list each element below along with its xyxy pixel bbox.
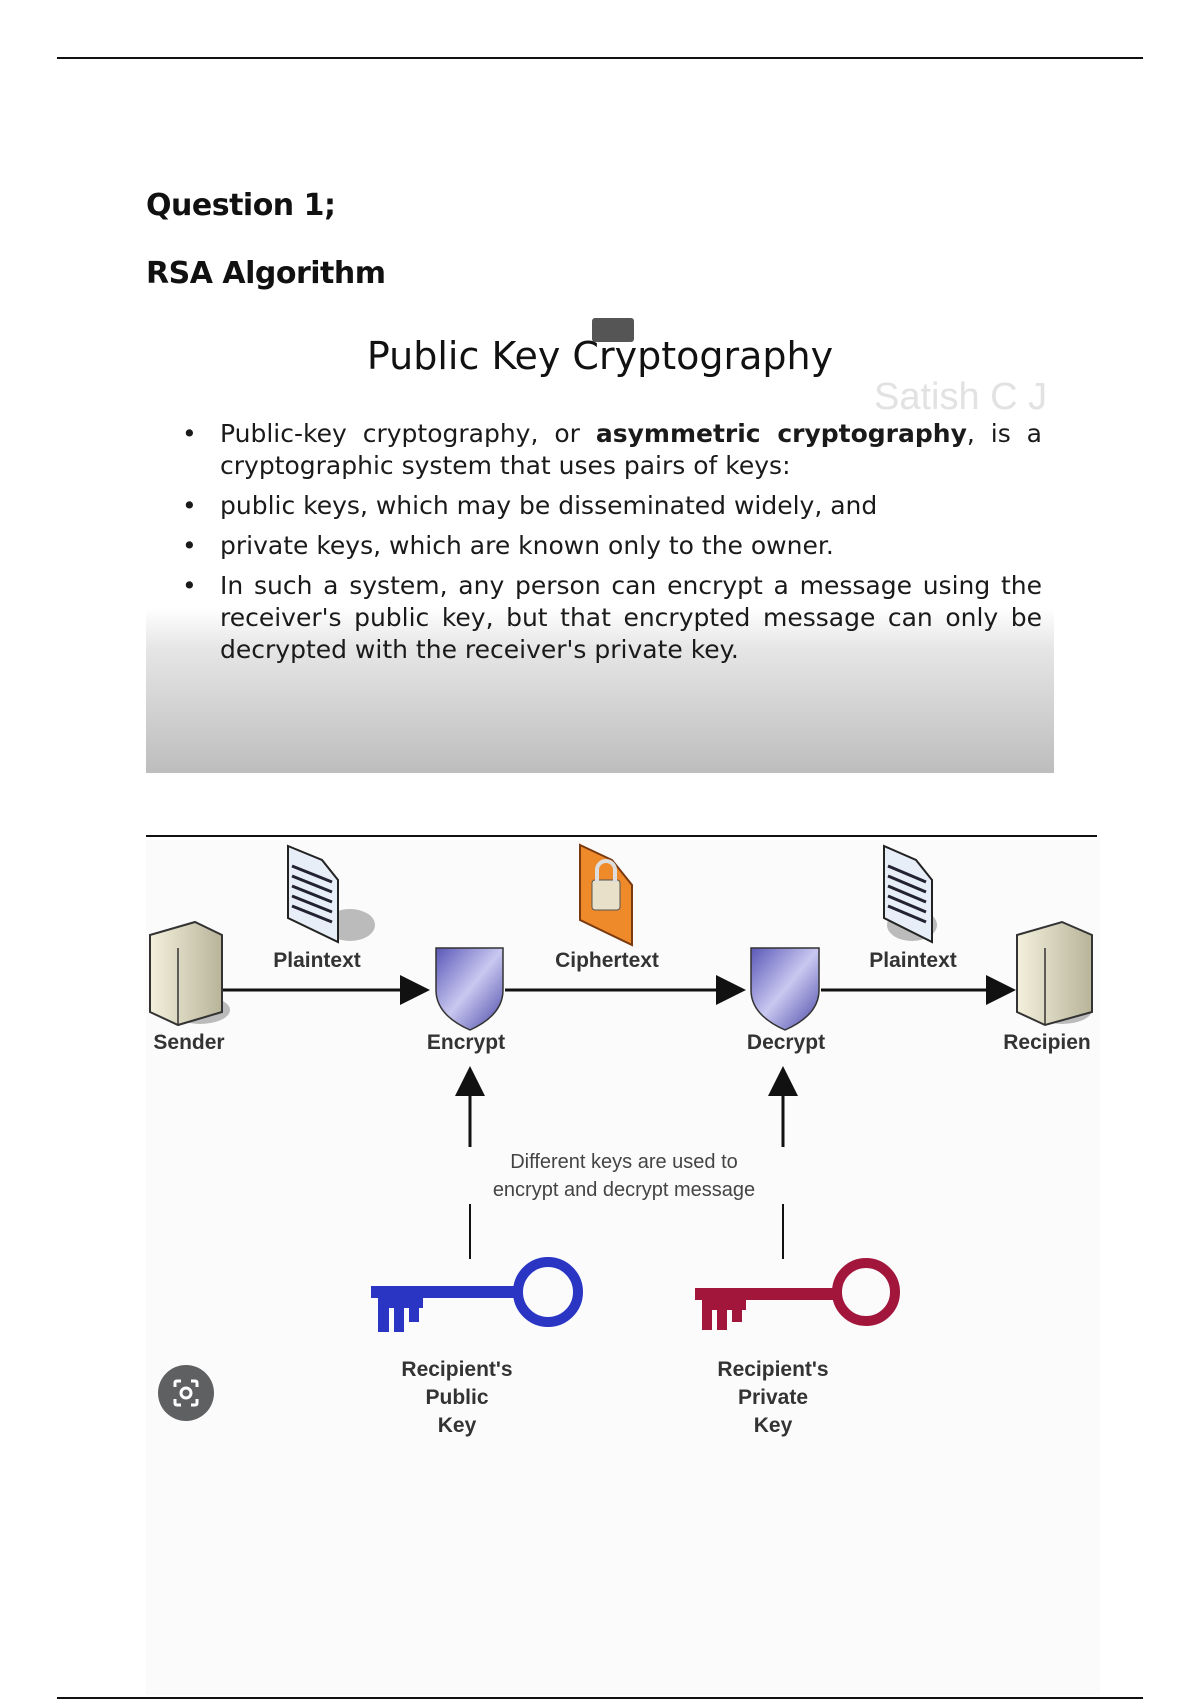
decrypt-shield-icon (750, 947, 820, 1031)
question-heading: Question 1; (146, 188, 336, 223)
private-key-label: Recipient's Private Key (717, 1356, 828, 1440)
plaintext-document-icon (287, 844, 375, 944)
public-key-icon (371, 1257, 583, 1332)
encrypt-shield-icon (435, 947, 504, 1031)
public-key-label: Recipient's Public Key (401, 1356, 512, 1440)
diagram-note: Different keys are used to encrypt and d… (493, 1148, 755, 1204)
label-line: Recipient's (717, 1358, 829, 1381)
private-key-icon (695, 1258, 900, 1330)
bullet-item: Public-key cryptography, or asymmetric c… (182, 418, 1042, 482)
edge-label-plaintext: Plaintext (273, 949, 361, 972)
camera-icon (592, 318, 634, 342)
edge-label-plaintext: Plaintext (869, 949, 957, 972)
node-label-encrypt: Encrypt (426, 1031, 506, 1054)
watermark: Satish C J (874, 376, 1048, 418)
note-line: Different keys are used to (510, 1151, 738, 1173)
edge-label-ciphertext: Ciphertext (555, 949, 659, 972)
top-rule (57, 57, 1143, 59)
plaintext-document-icon (883, 844, 937, 944)
label-line: Recipient's (401, 1358, 513, 1381)
lens-icon (173, 1379, 199, 1407)
recipient-server-icon (1016, 920, 1093, 1027)
label-line: Key (437, 1414, 477, 1437)
ciphertext-lock-icon (579, 843, 633, 947)
bullet-item: In such a system, any person can encrypt… (182, 570, 1042, 666)
bullet-bold-text: asymmetric cryptography (595, 419, 967, 448)
bullet-text: Public-key cryptography, or (220, 419, 596, 448)
flow-arrows (222, 975, 1016, 1259)
label-line: Key (753, 1414, 793, 1437)
label-line: Public (425, 1386, 489, 1409)
bullet-list: Public-key cryptography, or asymmetric c… (182, 418, 1042, 674)
bullet-text: In such a system, any person can encrypt… (220, 571, 1042, 664)
node-label-decrypt: Decrypt (746, 1031, 826, 1054)
node-label-sender: Sender (153, 1031, 225, 1054)
bullet-text: private keys, which are known only to th… (220, 531, 834, 560)
bullet-text: , is a cryptographic system that uses pa… (220, 419, 1042, 480)
label-line: Private (737, 1386, 809, 1409)
section-rule (146, 835, 1097, 837)
bottom-rule (57, 1697, 1143, 1699)
encryption-diagram (146, 840, 1100, 1695)
lens-search-button[interactable] (158, 1365, 214, 1421)
sender-server-icon (149, 920, 230, 1027)
bullet-item: public keys, which may be disseminated w… (182, 490, 1042, 522)
bullet-item: private keys, which are known only to th… (182, 530, 1042, 562)
note-line: encrypt and decrypt message (492, 1179, 756, 1201)
topic-heading: RSA Algorithm (146, 256, 386, 291)
node-label-recipient: Recipien (1003, 1031, 1091, 1054)
bullet-text: public keys, which may be disseminated w… (220, 491, 878, 520)
